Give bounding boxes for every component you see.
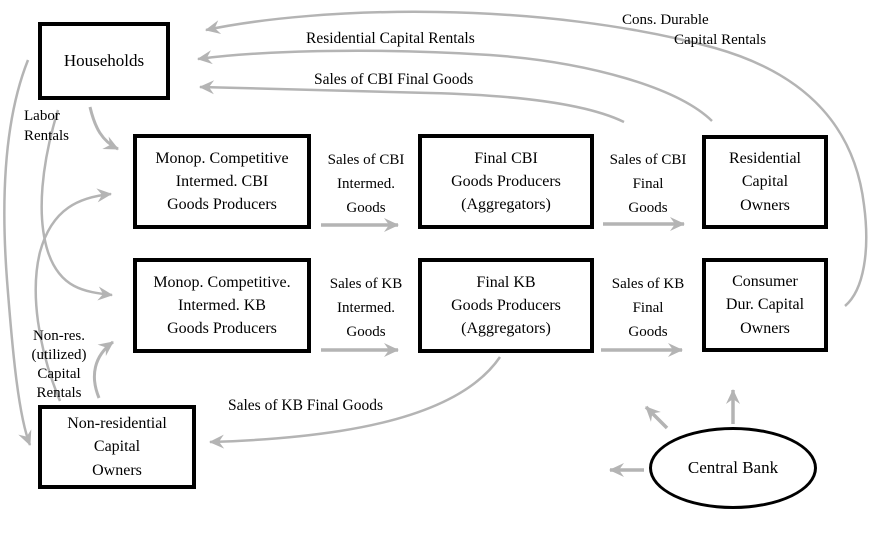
arrow-nonres-rentals-to-kb: [92, 340, 114, 399]
label-sales-cbi-final-goods: Sales of CBI Final Goods: [609, 152, 687, 216]
arrow-central-bank-diagonal: [644, 405, 669, 430]
label-sales-kb-final-goods-bottom: Sales of KB Final Goods: [228, 397, 383, 414]
node-cbi-final-producers: Final CBI Goods Producers (Aggregators): [418, 134, 594, 229]
node-consumer-durable-capital-owners: Consumer Dur. Capital Owners: [702, 258, 828, 352]
node-kb-final-producers: Final KB Goods Producers (Aggregators): [418, 258, 594, 353]
arrow-cbi-final-goods-to-households: [199, 80, 625, 124]
node-nonresidential-capital-owners: Non-residential Capital Owners: [38, 405, 196, 489]
label-sales-kb-final-goods: Sales of KB Final Goods: [611, 276, 685, 340]
arrow-cons-durable-capital-rentals: [205, 10, 868, 307]
label-sales-kb-intermediate-goods: Sales of KB Intermed. Goods: [329, 276, 403, 340]
label-cons-durable-rentals-line2: Capital Rentals: [674, 32, 767, 48]
node-cbi-intermediate-producers: Monop. Competitive Intermed. CBI Goods P…: [133, 134, 311, 229]
label-nonres-capital-rentals: Non-res. (utilized) Capital Rentals: [31, 328, 87, 401]
node-central-bank: Central Bank: [649, 427, 817, 509]
arrow-nonres-rentals-to-cbi: [34, 188, 112, 402]
arrow-labor-rentals-to-cbi: [88, 106, 119, 151]
label-sales-cbi-intermediate-goods: Sales of CBI Intermed. Goods: [327, 152, 405, 216]
arrow-households-to-nonres-owners: [3, 59, 32, 446]
arrow-kb-final-goods-to-nonres: [209, 356, 502, 449]
node-kb-intermediate-producers: Monop. Competitive. Intermed. KB Goods P…: [133, 258, 311, 353]
node-residential-capital-owners: Residential Capital Owners: [702, 135, 828, 229]
arrow-labor-rentals-to-kb: [40, 109, 113, 301]
label-labor-rentals: Labor Rentals: [24, 108, 69, 144]
label-sales-cbi-final-goods-top: Sales of CBI Final Goods: [314, 71, 474, 88]
label-residential-capital-rentals: Residential Capital Rentals: [306, 30, 475, 47]
label-cons-durable-rentals-line1: Cons. Durable: [622, 12, 709, 28]
node-households: Households: [38, 22, 170, 100]
arrow-residential-capital-rentals: [197, 49, 713, 122]
